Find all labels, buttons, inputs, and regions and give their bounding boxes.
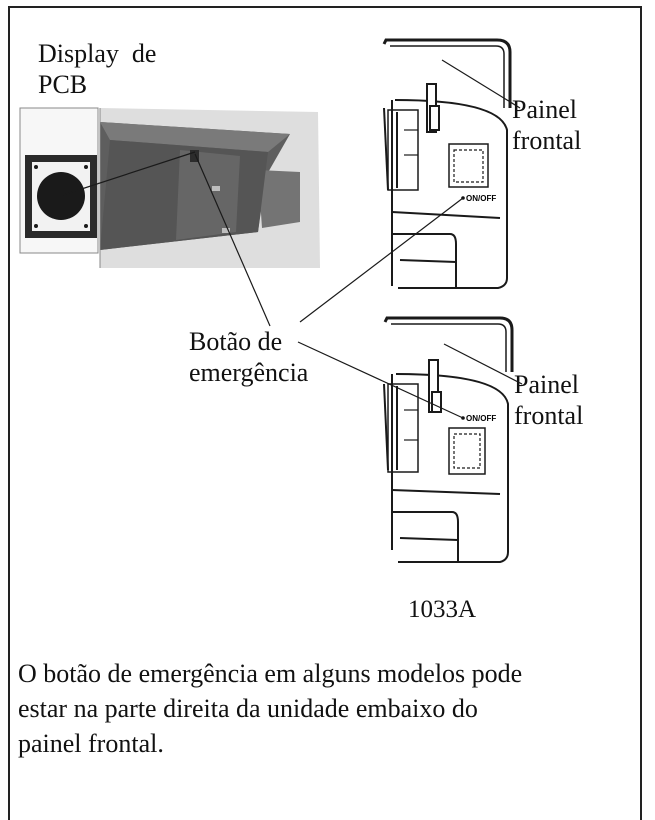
front-panel-label-top: Painel frontal xyxy=(512,94,581,156)
emergency-button-label: Botão de emergência xyxy=(189,326,308,388)
onoff-label-bottom: ON/OFF xyxy=(466,414,496,423)
note-line3: painel frontal. xyxy=(18,729,164,758)
leader-photo-button xyxy=(194,153,271,327)
device-top xyxy=(382,38,512,289)
pcb-display-photo xyxy=(19,107,320,268)
display-pcb-label: Display de PCB xyxy=(38,38,156,100)
leader-painel-top xyxy=(441,59,521,109)
leader-top-onoff xyxy=(299,197,464,323)
note-paragraph: O botão de emergência em alguns modelos … xyxy=(18,656,638,761)
painel-top-line2: frontal xyxy=(512,126,582,155)
painel-bottom-line1: Painel xyxy=(514,370,579,399)
front-panel-lid-top xyxy=(382,38,512,108)
onoff-label-top: ON/OFF xyxy=(466,194,496,203)
front-panel-label-bottom: Painel frontal xyxy=(514,369,583,431)
leader-lines xyxy=(59,59,523,419)
leader-painel-bottom xyxy=(443,343,523,385)
leader-bottom-onoff xyxy=(297,341,464,419)
display-pcb-line2: PCB xyxy=(38,70,88,99)
botao-line2: emergência xyxy=(189,358,309,387)
note-line1: O botão de emergência em alguns modelos … xyxy=(18,659,523,688)
figure-border xyxy=(8,6,642,820)
front-panel-lid-bottom xyxy=(383,316,514,372)
display-pcb-line1: Display de xyxy=(38,39,157,68)
model-number: 1033A xyxy=(408,596,477,623)
painel-top-line1: Painel xyxy=(512,95,577,124)
leader-display-to-button xyxy=(59,151,196,197)
painel-bottom-line2: frontal xyxy=(514,401,584,430)
note-line2: estar na parte direita da unidade embaix… xyxy=(18,694,478,723)
botao-line1: Botão de xyxy=(189,327,283,356)
emergency-button-photo xyxy=(190,150,199,162)
device-bottom xyxy=(383,316,514,563)
